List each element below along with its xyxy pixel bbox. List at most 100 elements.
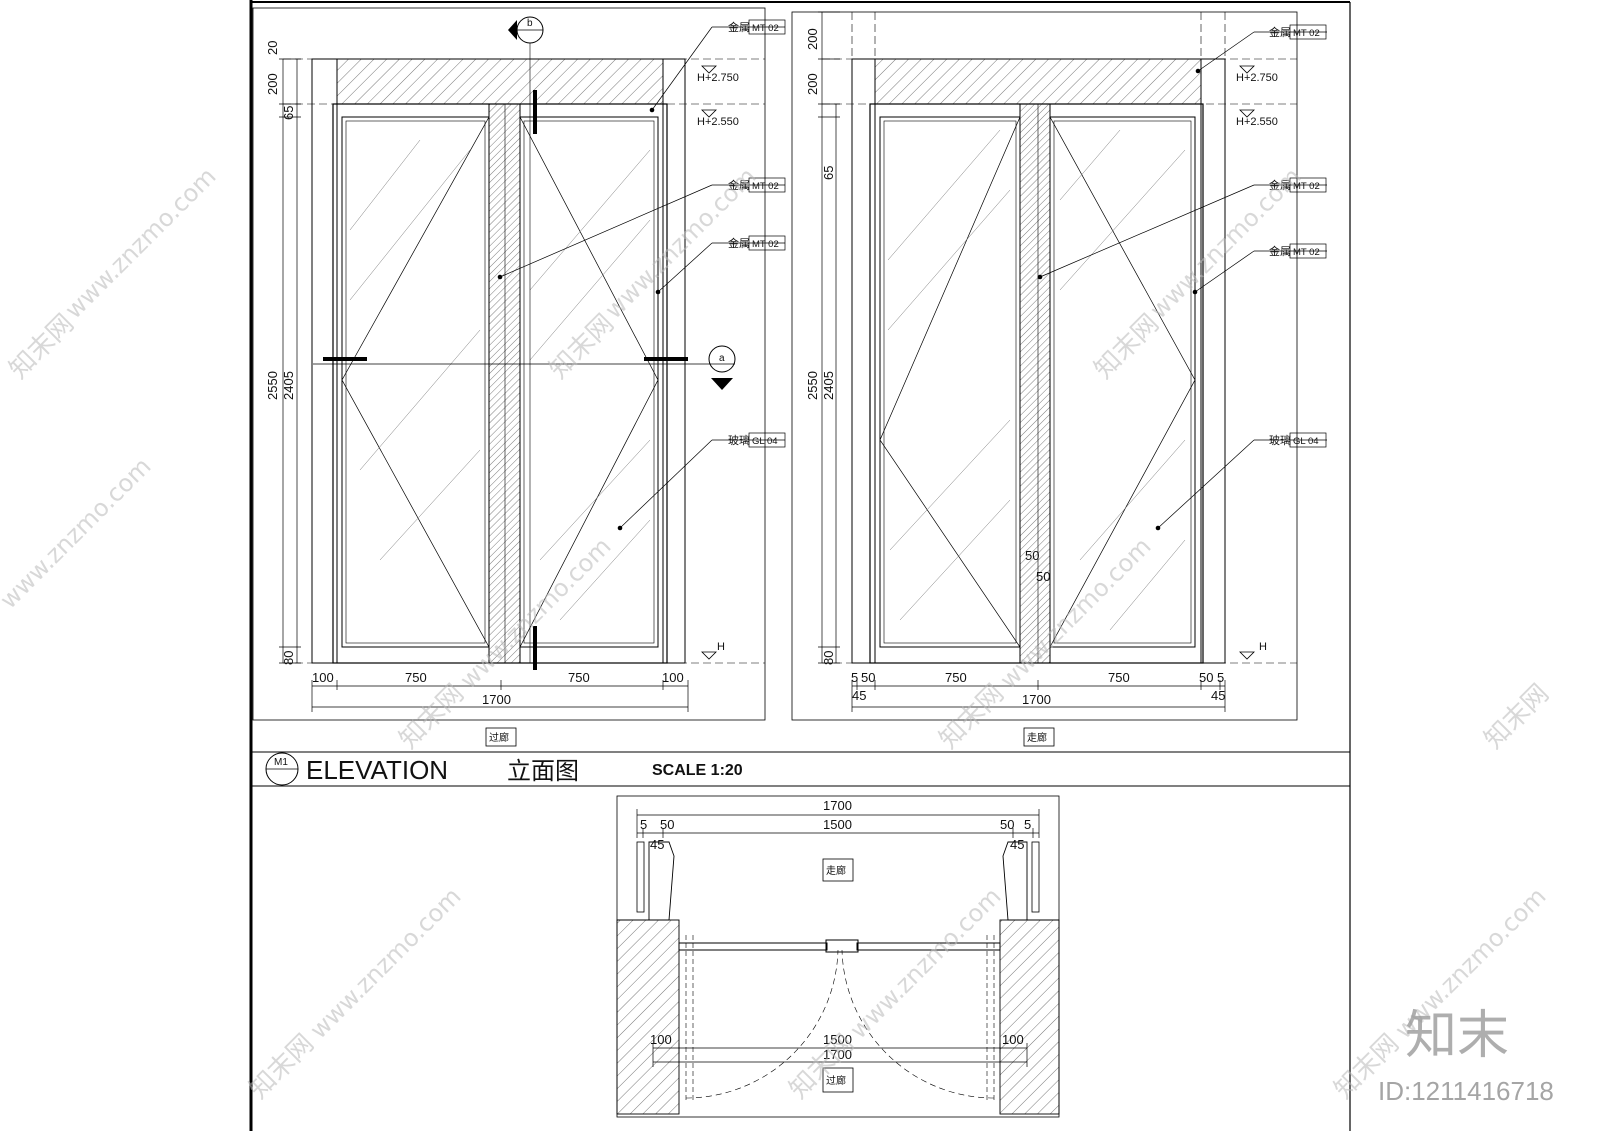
dim-80: 80: [821, 651, 836, 665]
svg-text:知末网: 知末网: [394, 679, 470, 755]
svg-text:知末网: 知末网: [544, 309, 620, 385]
scale-label: SCALE 1:20: [652, 762, 743, 779]
dim-2550: 2550: [805, 371, 820, 400]
svg-text:www.znzmo.com: www.znzmo.com: [304, 882, 466, 1044]
svg-text:知末网: 知末网: [1479, 679, 1555, 755]
svg-text:金属: 金属: [728, 178, 750, 192]
dim-2550: 2550: [265, 371, 280, 400]
title-block: M1 ELEVATION 立面图 SCALE 1:20: [265, 752, 743, 786]
plan-dim-45-left: 45: [650, 837, 664, 852]
plan-view: 1700 1500 5 50 50 5 45 45 100 1500 100 1…: [616, 795, 1060, 1118]
svg-text:玻璃: 玻璃: [728, 433, 750, 447]
sheet-frame: [249, 0, 1351, 1131]
dim-100-left: 100: [312, 670, 334, 685]
plan-room-corridor: 过廊: [826, 1074, 846, 1087]
room-label-corridor: 过廊: [489, 731, 509, 744]
svg-text:H+2.550: H+2.550: [697, 116, 739, 128]
svg-text:H: H: [1259, 641, 1267, 653]
svg-text:www.znzmo.com: www.znzmo.com: [59, 162, 221, 324]
plan-dim-100-right: 100: [1002, 1032, 1024, 1047]
dim-65: 65: [821, 166, 836, 180]
dim-200: 200: [265, 73, 280, 95]
level-tags-right: H+2.750 H+2.550 H: [1236, 65, 1278, 660]
plan-dim-1500-top: 1500: [823, 817, 852, 832]
plan-dim-50-left: 50: [660, 817, 674, 832]
svg-text:玻璃: 玻璃: [1269, 433, 1291, 447]
plan-dim-50-right: 50: [1000, 817, 1014, 832]
svg-text:H: H: [717, 641, 725, 653]
plan-room-hallway: 走廊: [826, 864, 846, 877]
plan-dim-100-left: 100: [650, 1032, 672, 1047]
plan-dim-45-right: 45: [1010, 837, 1024, 852]
svg-text:知末网: 知末网: [934, 679, 1010, 755]
plan-dim-1700-top: 1700: [823, 798, 852, 813]
dim-45-right: 45: [1211, 688, 1225, 703]
section-mark-b: b: [508, 16, 544, 44]
svg-text:MT 02: MT 02: [1293, 247, 1320, 258]
svg-text:金属: 金属: [1269, 25, 1291, 39]
dim-2405: 2405: [281, 371, 296, 400]
dim-80: 80: [281, 651, 296, 665]
dim-750-right: 750: [568, 670, 590, 685]
svg-text:MT 02: MT 02: [752, 23, 779, 34]
level-tags-left: H+2.750 H+2.550 H: [697, 65, 739, 660]
svg-text:www.znzmo.com: www.znzmo.com: [0, 452, 157, 614]
svg-text:MT 02: MT 02: [1293, 181, 1320, 192]
svg-text:金属: 金属: [1269, 244, 1291, 258]
tag-glass: 玻璃 GL 04: [728, 432, 786, 448]
svg-text:a: a: [719, 353, 725, 364]
svg-text:b: b: [527, 18, 533, 29]
room-label-hallway: 走廊: [1027, 731, 1047, 744]
svg-text:金属: 金属: [728, 236, 750, 250]
svg-text:知末网: 知末网: [784, 1029, 860, 1105]
dim-750-left: 750: [945, 670, 967, 685]
brand-logo: 知末: [1405, 1006, 1509, 1066]
dim-200-b: 200: [805, 73, 820, 95]
title-cn: 立面图: [507, 757, 579, 785]
dim-1700: 1700: [1022, 692, 1051, 707]
dim-50-right: 50: [1199, 670, 1213, 685]
dim-mid-50-b: 50: [1036, 569, 1050, 584]
svg-text:金属: 金属: [1269, 178, 1291, 192]
dim-1700: 1700: [482, 692, 511, 707]
title-en: ELEVATION: [306, 755, 448, 785]
svg-text:GL 04: GL 04: [1293, 436, 1319, 447]
tag-metal-2: 金属 MT 02: [728, 177, 786, 193]
svg-text:MT 02: MT 02: [752, 181, 779, 192]
plan-dim-1500-bottom: 1500: [823, 1032, 852, 1047]
tag-metal-3: 金属 MT 02: [1269, 243, 1327, 259]
dim-750-right: 750: [1108, 670, 1130, 685]
elevation-left: 20 200 65 2550 2405 80 100 750 750 100 1…: [265, 16, 786, 747]
svg-text:www.znzmo.com: www.znzmo.com: [994, 532, 1156, 694]
svg-text:H+2.550: H+2.550: [1236, 116, 1278, 128]
svg-text:H+2.750: H+2.750: [1236, 72, 1278, 84]
svg-text:MT 02: MT 02: [752, 239, 779, 250]
dim-20: 20: [265, 41, 280, 55]
svg-text:知末网: 知末网: [1089, 309, 1165, 385]
dim-200-a: 200: [805, 28, 820, 50]
plan-dim-5-left: 5: [640, 817, 647, 832]
dim-45-left: 45: [852, 688, 866, 703]
tag-glass: 玻璃 GL 04: [1269, 432, 1327, 448]
watermarks: 知末网 www.znzmo.com www.znzmo.com 知末网 www.…: [0, 162, 1555, 1106]
tag-metal-3: 金属 MT 02: [728, 235, 786, 251]
dim-2405: 2405: [821, 371, 836, 400]
svg-text:金属: 金属: [728, 20, 750, 34]
dim-65: 65: [281, 106, 296, 120]
section-mark-a: a: [708, 345, 736, 390]
svg-text:H+2.750: H+2.750: [697, 72, 739, 84]
plan-dim-1700-bottom: 1700: [823, 1047, 852, 1062]
tag-metal-1: 金属 MT 02: [728, 19, 786, 35]
svg-text:GL 04: GL 04: [752, 436, 778, 447]
dim-5-left: 5: [851, 670, 858, 685]
tag-metal-1: 金属 MT 02: [1269, 24, 1327, 40]
dim-5-right: 5: [1217, 670, 1224, 685]
watermark-id: ID:1211416718: [1378, 1076, 1554, 1106]
dim-mid-50-a: 50: [1025, 548, 1039, 563]
plan-dim-5-right: 5: [1024, 817, 1031, 832]
svg-text:www.znzmo.com: www.znzmo.com: [844, 882, 1006, 1044]
elevation-right: 200 200 65 2550 2405 80 5 50 750 750 50 …: [805, 11, 1327, 747]
tag-metal-2: 金属 MT 02: [1269, 177, 1327, 193]
svg-text:知末网: 知末网: [4, 309, 80, 385]
